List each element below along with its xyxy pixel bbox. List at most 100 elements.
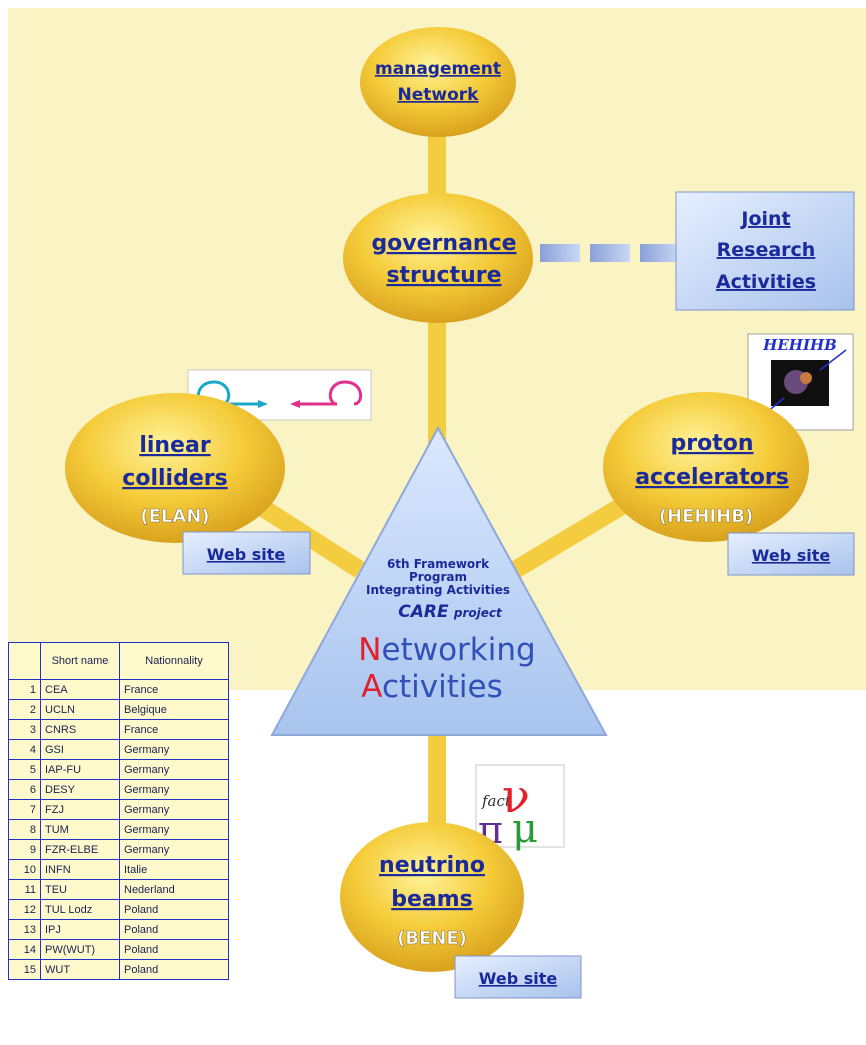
table-cell-nationality: Germany (119, 759, 229, 780)
hehihb-label: (HEHIHB) (659, 506, 753, 527)
proton-web-site-label[interactable]: Web site (752, 546, 831, 565)
table-cell-short-name: IPJ (40, 919, 120, 940)
proton-accelerators-node[interactable]: proton accelerators (HEHIHB) (603, 392, 809, 542)
table-cell-index: 11 (8, 879, 41, 900)
table-cell-short-name: UCLN (40, 699, 120, 720)
table-cell-nationality: Germany (119, 739, 229, 760)
table-cell-nationality: Poland (119, 939, 229, 960)
table-cell-nationality: Poland (119, 919, 229, 940)
table-cell-index: 7 (8, 799, 41, 820)
network-label[interactable]: Network (398, 85, 480, 105)
connector-proton-triangle (510, 487, 645, 578)
structure-label[interactable]: structure (386, 263, 501, 288)
table-cell-short-name: CEA (40, 679, 120, 700)
care-label: CARE project (398, 602, 503, 622)
table-header-row: Short name Nationnality (8, 642, 229, 680)
management-label[interactable]: management (375, 59, 501, 79)
neutrino-web-site-label[interactable]: Web site (479, 969, 558, 988)
table-cell-nationality: Belgique (119, 699, 229, 720)
jra-activities-label[interactable]: Activities (716, 271, 816, 293)
proton-web-site-button[interactable]: Web site (727, 532, 855, 576)
program-label: Program (409, 570, 467, 584)
table-cell-index: 15 (8, 959, 41, 980)
colliders-label[interactable]: colliders (122, 466, 227, 491)
connector-triangle-neutrino (428, 730, 446, 850)
governance-node[interactable]: governance structure (343, 193, 533, 323)
table-cell-nationality: Nederland (119, 879, 229, 900)
dash-2 (590, 244, 630, 262)
table-cell-short-name: CNRS (40, 719, 120, 740)
table-cell-nationality: Poland (119, 959, 229, 980)
neutrino-beams-node[interactable]: neutrino beams (BENE) (340, 822, 524, 972)
table-cell-index: 3 (8, 719, 41, 740)
table-cell-short-name: PW(WUT) (40, 939, 120, 960)
table-cell-short-name: FZR-ELBE (40, 839, 120, 860)
linear-colliders-node[interactable]: linear colliders (ELAN) (65, 393, 285, 543)
linear-label[interactable]: linear (139, 433, 211, 458)
table-cell-short-name: TEU (40, 879, 120, 900)
elan-label: (ELAN) (140, 506, 209, 527)
connector-management-governance (428, 110, 446, 220)
neutrino-logo-text: fact (481, 792, 512, 810)
dash-1 (540, 244, 580, 262)
table-cell-short-name: FZJ (40, 799, 120, 820)
table-cell-nationality: France (119, 679, 229, 700)
table-cell-index: 5 (8, 759, 41, 780)
neutrino-label[interactable]: neutrino (379, 853, 485, 878)
hehihb-logo-text: HEHIHB (762, 336, 837, 354)
jra-box[interactable]: Joint Research Activities (675, 191, 855, 311)
jra-joint-label[interactable]: Joint (739, 208, 790, 230)
beams-label[interactable]: beams (391, 887, 473, 912)
table-cell-nationality: Germany (119, 839, 229, 860)
table-cell-index: 13 (8, 919, 41, 940)
table-cell-nationality: Germany (119, 799, 229, 820)
table-header-short-name: Short name (40, 642, 120, 680)
table-cell-index: 14 (8, 939, 41, 960)
linear-web-site-label[interactable]: Web site (207, 545, 286, 564)
table-cell-index: 1 (8, 679, 41, 700)
table-cell-nationality: Germany (119, 819, 229, 840)
table-cell-short-name: WUT (40, 959, 120, 980)
integrating-activities-label: Integrating Activities (366, 583, 510, 597)
table-cell-index: 4 (8, 739, 41, 760)
linear-web-site-button[interactable]: Web site (182, 531, 311, 575)
framework-label: 6th Framework (387, 557, 490, 571)
table-cell-index: 10 (8, 859, 41, 880)
table-header-nationality: Nationnality (119, 642, 229, 680)
table-cell-short-name: TUL Lodz (40, 899, 120, 920)
proton-label[interactable]: proton (670, 431, 753, 456)
accelerators-label[interactable]: accelerators (635, 465, 789, 490)
table-cell-nationality: Germany (119, 779, 229, 800)
table-header-index (8, 642, 41, 680)
table-cell-short-name: TUM (40, 819, 120, 840)
management-node[interactable]: management Network (360, 27, 516, 137)
jra-research-label[interactable]: Research (717, 239, 816, 261)
table-cell-short-name: GSI (40, 739, 120, 760)
neutrino-web-site-button[interactable]: Web site (454, 955, 582, 999)
connector-governance-triangle (428, 300, 446, 450)
governance-label[interactable]: governance (371, 231, 516, 256)
table-cell-index: 8 (8, 819, 41, 840)
table-cell-nationality: Italie (119, 859, 229, 880)
central-triangle: 6th Framework Program Integrating Activi… (270, 425, 608, 736)
table-cell-nationality: France (119, 719, 229, 740)
activities-label: Activities (361, 669, 502, 705)
table-cell-short-name: INFN (40, 859, 120, 880)
table-cell-index: 9 (8, 839, 41, 860)
